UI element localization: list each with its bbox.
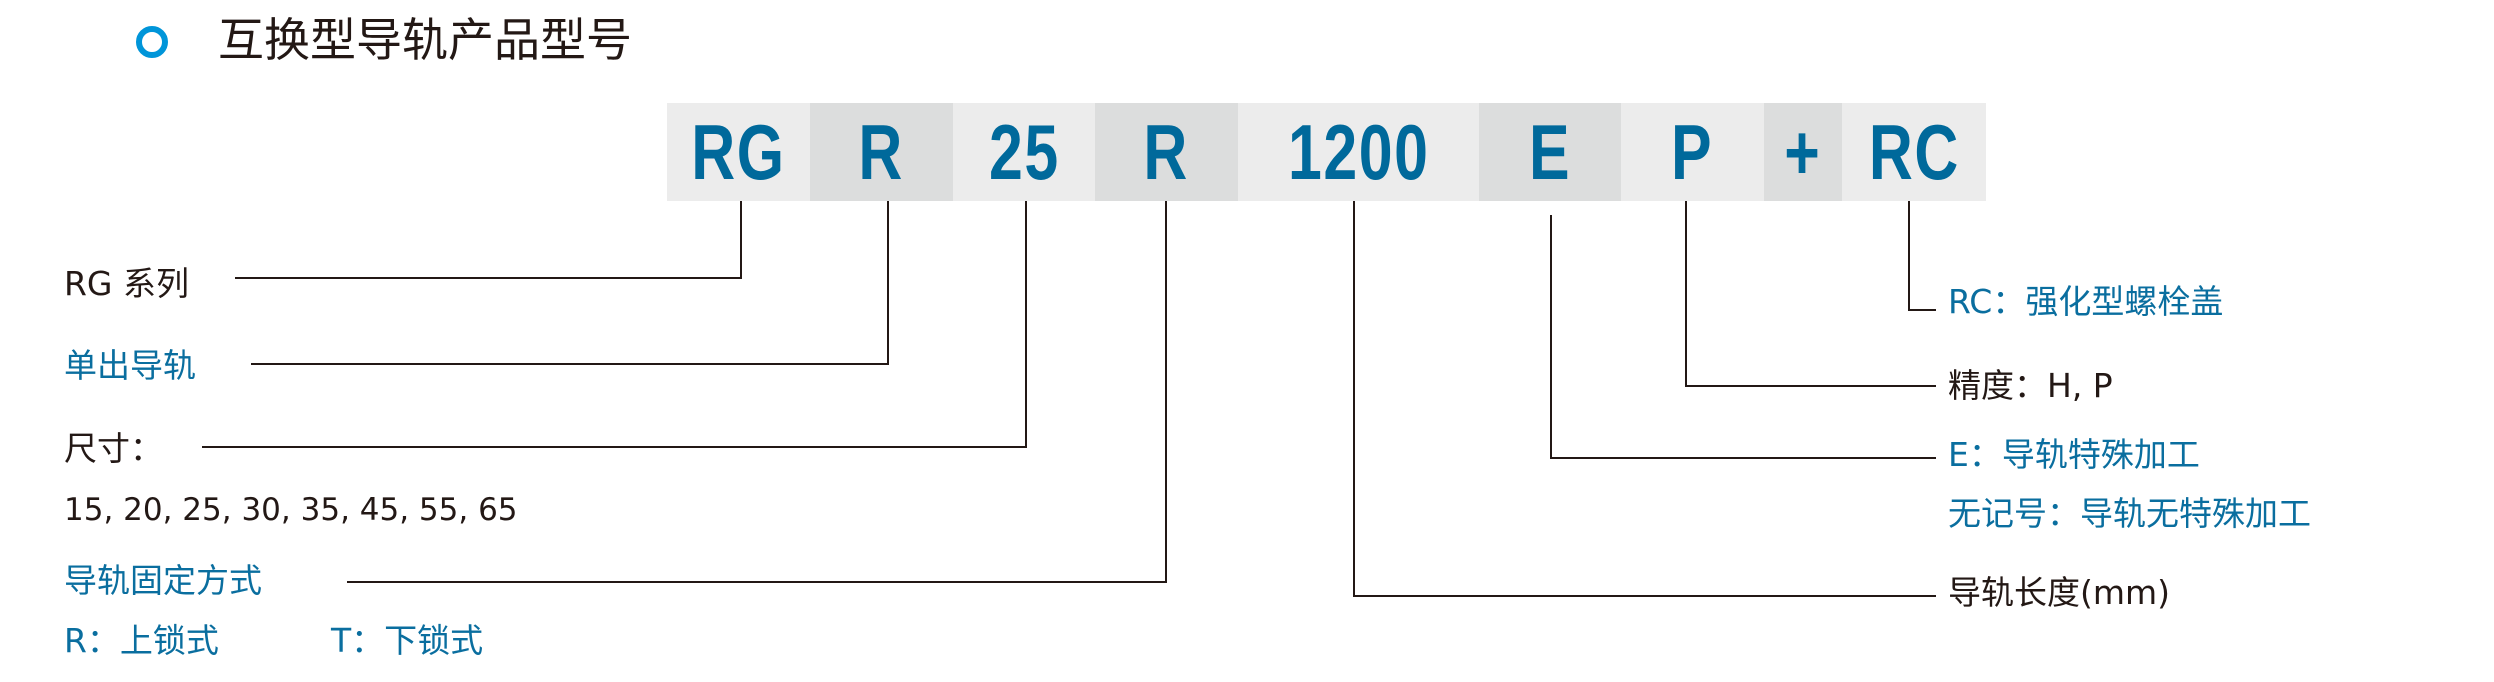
label-size: 尺寸： <box>64 429 163 468</box>
leader-accuracy-h <box>1685 385 1936 387</box>
label-accuracy: 精度：H, P <box>1948 366 2113 405</box>
leader-series-v <box>740 201 742 279</box>
leader-special-h <box>1550 457 1936 459</box>
code-fixing: R <box>1095 103 1238 201</box>
leader-size-h <box>202 446 1027 448</box>
code-plus: + <box>1764 103 1842 201</box>
leader-accuracy-v <box>1685 201 1687 387</box>
label-fixing-r: R：上锁式 <box>64 621 219 660</box>
label-fixing: 导轨固定方式 <box>64 561 262 600</box>
code-accuracy: P <box>1621 103 1764 201</box>
label-rc-cap: RC：强化型螺栓盖 <box>1948 282 2224 321</box>
leader-size-v <box>1025 201 1027 448</box>
code-rail-type: R <box>810 103 953 201</box>
label-fixing-t: T：下锁式 <box>331 621 484 660</box>
label-length: 导轨长度(mm) <box>1948 573 2171 612</box>
label-single-rail: 单出导轨 <box>64 346 196 385</box>
leader-special-v <box>1550 215 1552 459</box>
title-bullet-icon <box>136 26 168 58</box>
leader-rail-h <box>251 363 889 365</box>
code-special: E <box>1479 103 1621 201</box>
leader-rail-v <box>887 201 889 365</box>
leader-cap-h <box>1908 309 1936 311</box>
code-length: 1200 <box>1238 103 1479 201</box>
label-e-special: E：导轨特殊加工 <box>1948 435 2200 474</box>
code-cap: RC <box>1842 103 1986 201</box>
code-size: 25 <box>953 103 1095 201</box>
leader-length-h <box>1353 595 1936 597</box>
label-series: RG 系列 <box>64 264 189 303</box>
page-title: 互换型导轨产品型号 <box>218 13 632 67</box>
leader-series-h <box>235 277 742 279</box>
leader-fixing-h <box>347 581 1167 583</box>
leader-cap-v <box>1908 201 1910 311</box>
leader-length-v <box>1353 201 1355 597</box>
label-size-values: 15, 20, 25, 30, 35, 45, 55, 65 <box>64 492 518 528</box>
label-no-mark: 无记号：导轨无特殊加工 <box>1948 494 2311 533</box>
leader-fixing-v <box>1165 201 1167 583</box>
code-series: RG <box>667 103 810 201</box>
